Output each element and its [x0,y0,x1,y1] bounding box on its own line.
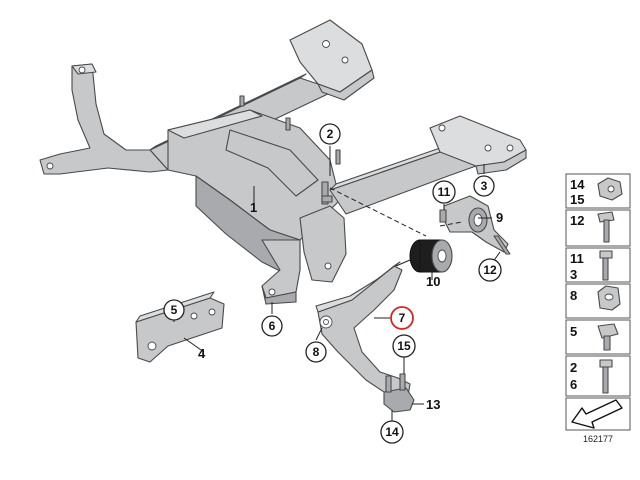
callout-5: 5 [163,299,185,321]
fastener-legend: 14 15 12 11 3 8 5 [565,173,631,444]
svg-text:14: 14 [570,177,585,192]
flange-bolt-icon [597,211,615,223]
legend-hex-nut: 14 15 [565,173,631,209]
svg-text:5: 5 [171,303,178,317]
flange-bolt-short-icon [597,323,619,339]
callout-13: 13 [426,397,440,412]
legend-nut: 8 [565,283,631,319]
legend-flange-bolt-short: 5 [565,319,631,355]
direction-arrow-icon [571,399,623,429]
reference-number: 162177 [583,434,613,444]
control-arm [315,261,415,413]
svg-text:8: 8 [570,288,577,303]
svg-text:13: 13 [426,397,440,412]
subframe [39,19,527,305]
callout-14: 14 [380,420,404,444]
callout-12: 12 [478,258,502,282]
svg-text:4: 4 [198,346,206,361]
callout-11: 11 [432,180,456,204]
svg-text:3: 3 [481,179,488,193]
callout-9: 9 [496,210,503,225]
legend-long-bolt: 2 6 [565,355,631,397]
callout-8: 8 [305,341,327,363]
svg-text:2: 2 [327,127,334,141]
svg-text:12: 12 [483,263,497,277]
svg-text:3: 3 [570,267,577,282]
callouts: 1 2 3 4 5 6 7 8 9 [163,123,503,444]
svg-text:11: 11 [570,251,584,266]
legend-direction-arrow [565,397,631,431]
callout-7-highlighted: 7 [390,306,414,330]
long-bolt-icon [599,359,613,368]
svg-text:1: 1 [250,200,257,215]
svg-text:5: 5 [570,324,577,339]
callout-4: 4 [198,346,206,361]
svg-text:15: 15 [570,192,584,207]
callout-1: 1 [250,200,257,215]
svg-text:7: 7 [399,311,406,325]
callout-2: 2 [319,123,341,145]
leader-lines [173,146,501,422]
callout-3: 3 [473,175,495,197]
callout-10: 10 [426,274,440,289]
svg-text:11: 11 [438,185,451,199]
hex-bolt-icon [599,250,613,259]
svg-text:6: 6 [570,377,577,392]
bushing [395,239,453,273]
callout-6: 6 [261,315,283,337]
svg-text:12: 12 [570,213,584,228]
bolt-12 [493,235,511,255]
svg-text:2: 2 [570,360,577,375]
bushing-bracket [439,195,509,253]
svg-text:10: 10 [426,274,440,289]
svg-text:6: 6 [269,319,276,333]
legend-hex-bolt: 11 3 [565,247,631,283]
svg-text:14: 14 [385,425,399,439]
svg-text:8: 8 [313,345,320,359]
legend-flange-bolt: 12 [565,209,631,247]
callout-15: 15 [392,334,416,358]
svg-text:15: 15 [397,339,411,353]
svg-text:9: 9 [496,210,503,225]
